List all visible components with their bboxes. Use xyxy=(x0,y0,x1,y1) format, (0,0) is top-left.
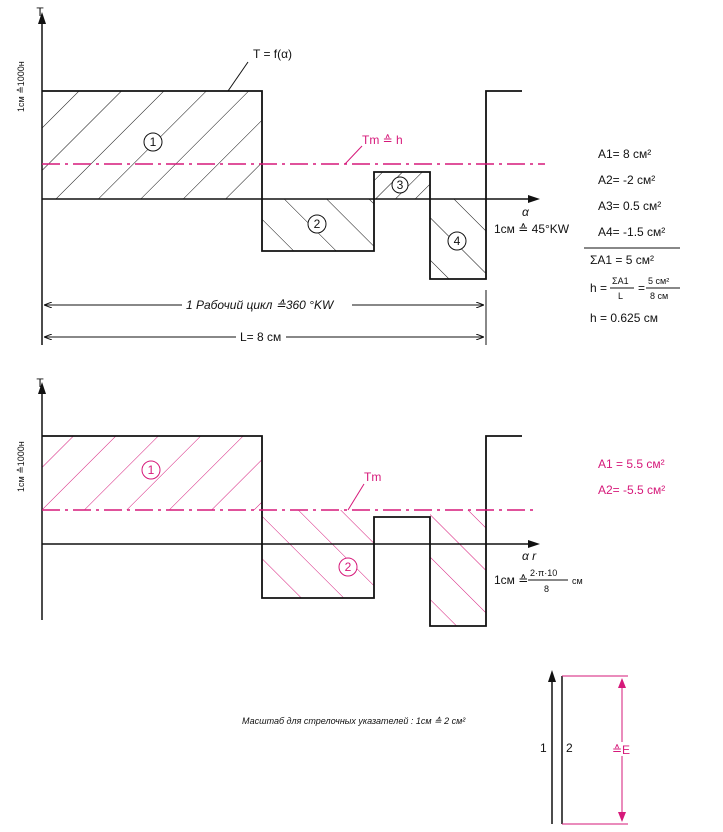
eq-a3: A3= 0.5 см² xyxy=(598,199,661,213)
eq-b2: A2= -5.5 см² xyxy=(598,483,665,497)
cycle-label: 1 Рабочий цикл ≙360 °KW xyxy=(186,298,335,312)
tm-label: Tm ≙ h xyxy=(362,133,403,147)
rad-scale-prefix: 1см ≙ xyxy=(494,573,528,587)
tm-leader xyxy=(344,145,363,165)
h-lhs: h = xyxy=(590,281,607,295)
svg-text:3: 3 xyxy=(397,178,404,192)
area-b2-marker: 2 xyxy=(338,557,358,577)
eq-b1: A1 = 5.5 см² xyxy=(598,457,665,471)
area-1-marker: 1 xyxy=(143,132,163,152)
svg-text:1: 1 xyxy=(150,135,157,149)
area-b2-fill-c xyxy=(430,510,486,626)
svg-text:2: 2 xyxy=(314,217,321,231)
eq-a2: A2= -2 см² xyxy=(598,173,655,187)
bottom-tm-leader xyxy=(347,483,365,511)
top-diagram: 1 2 3 4 T 1см ≙1000н T = f(α) Tm ≙ h α 1… xyxy=(16,5,680,345)
bottom-axis-scale: 1см ≙1000н xyxy=(16,441,26,492)
area-4-marker: 4 xyxy=(447,231,467,251)
rad-scale-num: 2·π·10 xyxy=(530,568,557,578)
bottom-torque-curve xyxy=(42,435,522,627)
h-num2: 5 см² xyxy=(648,276,669,286)
h-mid: = xyxy=(638,281,645,295)
pointer-label-1: 1 xyxy=(540,741,547,755)
h-den2: 8 см xyxy=(650,291,668,301)
area-3-marker: 3 xyxy=(391,176,409,194)
bottom-tm-label: Tm xyxy=(364,470,381,484)
angle-scale: 1см ≙ 45°KW xyxy=(494,222,570,236)
h-den: L xyxy=(618,291,623,301)
pointer-scale-text: Масштаб для стрелочных указателей : 1см … xyxy=(242,716,466,726)
pointer-label-2: 2 xyxy=(566,741,573,755)
svg-text:2: 2 xyxy=(345,560,352,574)
bottom-diagram: 1 2 T 1см ≙1000н Tm α r 1см ≙ 2·π·10 8 с… xyxy=(16,376,665,627)
top-alpha-label: α xyxy=(522,205,530,219)
eq-sum: ΣA1 = 5 см² xyxy=(590,253,654,267)
rad-scale-unit: см xyxy=(572,576,583,586)
torque-curve xyxy=(42,90,522,280)
bottom-t-axis-arrow xyxy=(38,382,46,394)
svg-text:1: 1 xyxy=(148,463,155,477)
top-t-label: T xyxy=(36,5,44,19)
eq-a1: A1= 8 см² xyxy=(598,147,651,161)
eq-a4: A4= -1.5 см² xyxy=(598,225,665,239)
e-label: ≙E xyxy=(612,743,630,757)
h-value: h = 0.625 см xyxy=(590,311,658,325)
top-t-axis-arrow xyxy=(38,12,46,24)
top-alpha-axis-arrow xyxy=(528,195,540,203)
length-label: L= 8 см xyxy=(240,330,281,344)
bottom-t-label: T xyxy=(36,376,44,390)
pointer-scale: Масштаб для стрелочных указателей : 1см … xyxy=(242,670,634,825)
area-b2-fill-a xyxy=(262,510,374,598)
bottom-alpha-axis-arrow xyxy=(528,540,540,548)
bottom-alpha-label: α r xyxy=(522,549,537,563)
rad-scale-den: 8 xyxy=(544,584,549,594)
area-2-marker: 2 xyxy=(307,214,327,234)
svg-text:4: 4 xyxy=(454,234,461,248)
func-label: T = f(α) xyxy=(253,47,292,61)
area-b1-marker: 1 xyxy=(141,460,161,480)
top-axis-scale: 1см ≙1000н xyxy=(16,61,26,112)
func-leader xyxy=(227,61,249,92)
h-num: ΣA1 xyxy=(612,276,629,286)
